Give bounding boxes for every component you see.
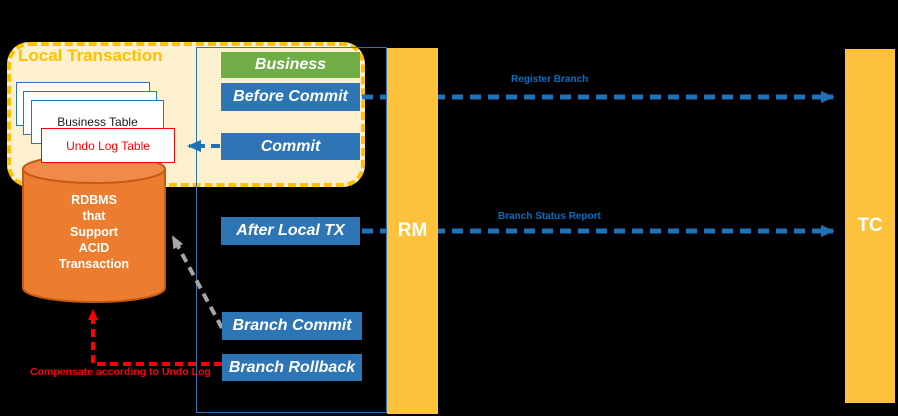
database-label-line: RDBMS (71, 193, 117, 207)
register-branch-label: Register Branch (511, 74, 589, 85)
step-branch-commit: Branch Commit (222, 312, 362, 340)
database-label-line: Transaction (58, 257, 130, 271)
rm-label: RM (397, 220, 428, 241)
tc-label: TC (857, 215, 883, 236)
undo-log-table-card: Undo Log Table (41, 128, 175, 163)
database-label-line: ACID (78, 241, 110, 255)
branch-status-report-label: Branch Status Report (498, 211, 601, 222)
step-branch-rollback: Branch Rollback (222, 354, 362, 381)
rm-actor-bar: RM (387, 48, 438, 414)
tc-actor-bar: TC (845, 49, 895, 403)
database-label-line: Support (70, 225, 118, 239)
step-business: Business (221, 52, 360, 78)
database-label: RDBMS that Support ACID Transaction (24, 192, 164, 272)
step-after-local-tx: After Local TX (221, 217, 360, 245)
local-transaction-label: Local Transaction (18, 46, 163, 65)
database-cylinder-icon (22, 154, 166, 303)
compensate-label: Compensate according to Undo Log (30, 366, 211, 378)
step-before-commit: Before Commit (221, 83, 360, 111)
step-commit: Commit (221, 133, 360, 160)
database-label-line: that (82, 209, 106, 223)
